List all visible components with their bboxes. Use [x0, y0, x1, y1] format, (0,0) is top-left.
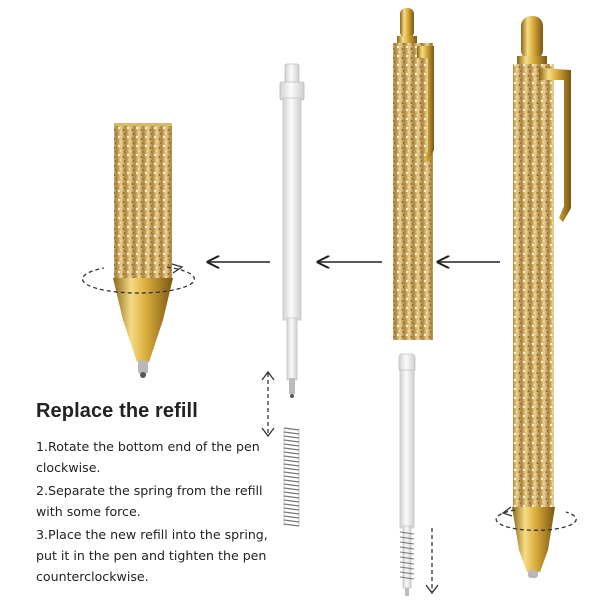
pen-tip-ball: [140, 372, 146, 378]
instruction-step-3: 3.Place the new refill into the spring, …: [36, 527, 268, 584]
pen-tip-upper-edge: [114, 123, 172, 126]
pen-glitter-barrel: [513, 64, 554, 509]
pen-nib: [528, 570, 538, 578]
refill-tube: [286, 317, 298, 381]
refill-body: [282, 97, 302, 321]
pen-clip: [539, 68, 571, 222]
refill-tip: [289, 378, 295, 394]
refill-in-spring-top: [398, 353, 416, 373]
pen-complete: [512, 16, 571, 578]
pen-tip-cone: [113, 278, 173, 362]
instructions-title: Replace the refill: [36, 400, 198, 422]
refill-ball: [290, 394, 294, 398]
barrel-clip: [417, 46, 434, 162]
refill-removed: [279, 63, 305, 398]
pen-barrel-open: [393, 8, 434, 340]
double-arrow-icon: [261, 370, 275, 438]
pen-tip-glitter-barrel: [114, 123, 172, 281]
refill-head: [279, 81, 305, 101]
barrel-plunger: [400, 8, 414, 38]
instruction-step-1: 1.Rotate the bottom end of the pen clock…: [36, 439, 260, 475]
pen-plunger: [521, 16, 543, 60]
spring-icon: [399, 531, 415, 580]
pen-collar: [517, 56, 547, 66]
down-arrow-icon: [425, 528, 439, 595]
instruction-step-2: 2.Separate the spring from the refill wi…: [36, 483, 263, 519]
refill-in-spring-body: [399, 369, 415, 529]
refill-in-spring: [398, 353, 416, 596]
instructions-panel: Replace the refill 1.Rotate the bottom e…: [36, 400, 286, 589]
refill-cap: [284, 63, 300, 85]
pen-tip-nib: [138, 360, 148, 374]
barrel-collar: [397, 36, 417, 44]
rotate-counterclockwise-icon: [495, 506, 577, 531]
rotate-clockwise-icon: [81, 263, 196, 294]
pen-tip-section: [113, 123, 173, 378]
pen-cone: [512, 507, 555, 572]
barrel-glitter: [393, 43, 433, 340]
spring-icon: [283, 427, 300, 527]
